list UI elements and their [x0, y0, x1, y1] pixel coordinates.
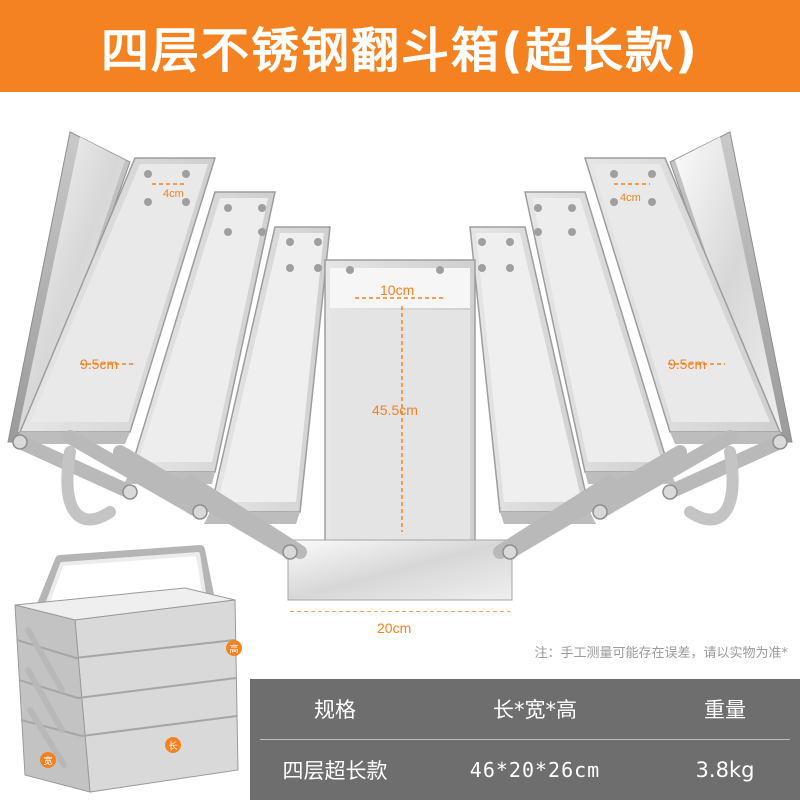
spec-table-header: 规格 长*宽*高 重量	[250, 681, 800, 737]
left-tray-3	[204, 226, 331, 524]
spec-table-row: 四层超长款 46*20*26cm 3.8kg	[250, 742, 800, 798]
left-handle	[61, 446, 116, 526]
right-tray-1	[583, 157, 786, 444]
open-toolbox-illustration: 4cm 4cm 10cm 45.5cm 9.5cm 9.5cm 20cm	[0, 92, 800, 636]
length-badge: 长	[165, 737, 181, 753]
right-hinge-arms	[493, 430, 787, 559]
header-weight: 重量	[704, 698, 746, 722]
title-banner: 四层不锈钢翻斗箱(超长款)	[0, 0, 800, 92]
dim-right-tray-width: 4cm	[620, 192, 641, 204]
spec-table: 规格 长*宽*高 重量 四层超长款 46*20*26cm 3.8kg	[250, 679, 800, 800]
cell-weight: 3.8kg	[695, 758, 755, 782]
toolbox-drawing	[7, 131, 793, 613]
spec-table-divider	[260, 739, 790, 740]
closed-toolbox-drawing	[14, 545, 239, 793]
dim-center-width: 10cm	[380, 282, 415, 298]
header-spec: 规格	[314, 698, 356, 722]
dim-left-tray-width: 4cm	[163, 188, 184, 200]
closed-toolbox-illustration: 高 宽 长	[0, 540, 250, 800]
height-badge: 高	[226, 640, 242, 656]
hinge-pins	[12, 434, 788, 560]
cell-model: 四层超长款	[282, 759, 388, 783]
dim-bottom-width: 20cm	[377, 620, 412, 636]
dim-center-length: 45.5cm	[372, 402, 418, 418]
measurement-note: 注：手工测量可能存在误差，请以实物为准*	[534, 646, 788, 661]
left-hinge-arms	[13, 430, 307, 559]
center-compartment	[287, 259, 513, 601]
rivets	[144, 170, 656, 274]
header-dimensions: 长*宽*高	[493, 698, 577, 722]
right-handle	[684, 446, 739, 526]
cell-dimensions: 46*20*26cm	[469, 758, 601, 782]
right-tray-3	[469, 226, 596, 524]
page-title: 四层不锈钢翻斗箱(超长款)	[101, 23, 699, 79]
dim-right-tray-depth: 9.5cm	[668, 356, 707, 372]
dim-left-tray-depth: 9.5cm	[80, 356, 119, 372]
width-badge: 宽	[40, 752, 56, 768]
